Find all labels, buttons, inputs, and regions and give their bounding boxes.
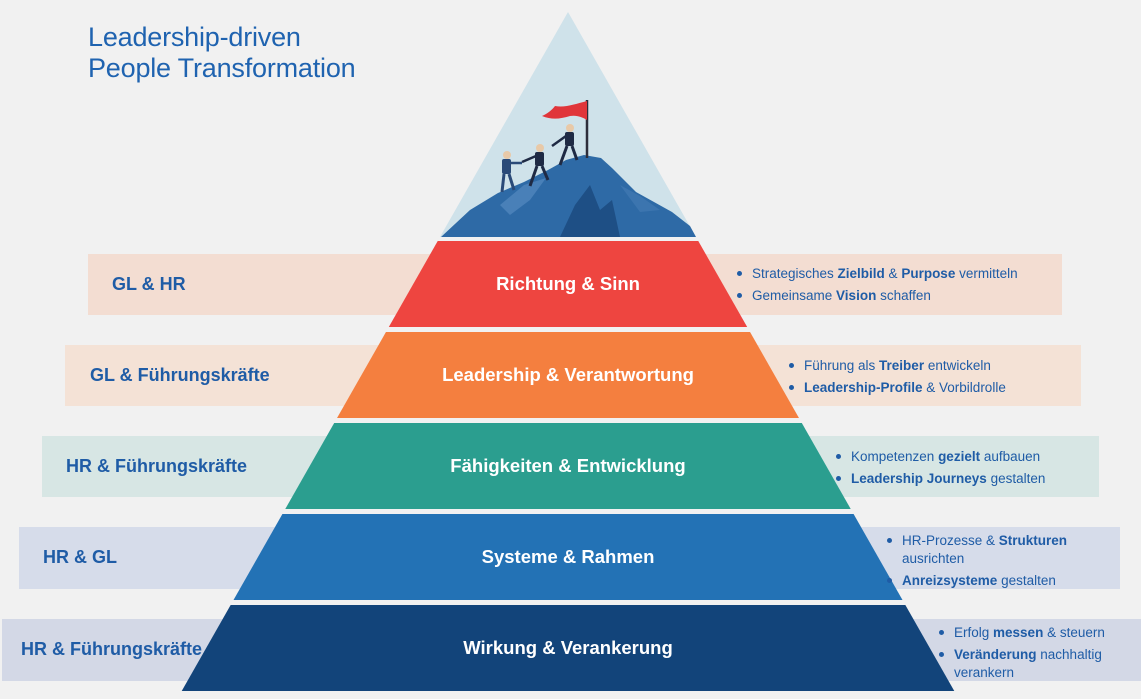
pyramid-layer bbox=[285, 423, 851, 509]
layer-label: Fähigkeiten & Entwicklung bbox=[450, 455, 686, 476]
pyramid-layer bbox=[337, 332, 799, 418]
mountain-climbers-illustration bbox=[441, 100, 696, 237]
flag-icon bbox=[542, 101, 587, 120]
owner-label: GL & Führungskräfte bbox=[90, 364, 270, 385]
bullet-item: Strategisches Zielbild & Purpose vermitt… bbox=[734, 265, 1058, 283]
owner-label: HR & Führungskräfte bbox=[66, 455, 248, 476]
owner-label: GL & HR bbox=[112, 273, 186, 294]
bullet-item: Anreizsysteme gestalten bbox=[884, 572, 1116, 590]
layer-label: Systeme & Rahmen bbox=[481, 546, 655, 567]
pyramid-layer bbox=[233, 514, 903, 600]
bullet-list: Strategisches Zielbild & Purpose vermitt… bbox=[734, 265, 1058, 309]
bullet-item: Leadership-Profile & Vorbildrolle bbox=[786, 379, 1077, 397]
layer-label: Leadership & Verantwortung bbox=[442, 364, 694, 385]
bullet-item: Erfolg messen & steuern bbox=[936, 624, 1132, 642]
bullet-item: Gemeinsame Vision schaffen bbox=[734, 287, 1058, 305]
title-line-2: People Transformation bbox=[88, 53, 356, 83]
mountain-shade bbox=[560, 185, 620, 237]
bullet-item: Kompetenzen gezielt aufbauen bbox=[833, 448, 1095, 466]
page-title: Leadership-driven People Transformation bbox=[88, 22, 356, 84]
climber-icon bbox=[551, 124, 579, 166]
pyramid-layers bbox=[181, 241, 955, 691]
mountain-highlight bbox=[500, 178, 546, 215]
layer-label: Richtung & Sinn bbox=[496, 273, 640, 294]
climber-icon bbox=[500, 151, 522, 193]
layer-label: Wirkung & Verankerung bbox=[463, 637, 673, 658]
owner-label: HR & Führungskräfte bbox=[21, 639, 203, 659]
climber-icon bbox=[521, 144, 550, 187]
mountain-icon bbox=[441, 155, 696, 237]
mountain-highlight-2 bbox=[620, 185, 660, 212]
owner-label: HR & GL bbox=[43, 547, 117, 567]
bullet-item: Führung als Treiber entwickeln bbox=[786, 357, 1077, 375]
pyramid-layer bbox=[181, 605, 955, 691]
bullet-item: HR-Prozesse & Strukturen ausrichten bbox=[884, 532, 1116, 568]
title-line-1: Leadership-driven bbox=[88, 22, 301, 52]
bullet-item: Veränderung nachhaltig verankern bbox=[936, 646, 1132, 682]
bullet-item: Leadership Journeys gestalten bbox=[833, 470, 1095, 488]
pyramid-layer bbox=[388, 241, 748, 327]
